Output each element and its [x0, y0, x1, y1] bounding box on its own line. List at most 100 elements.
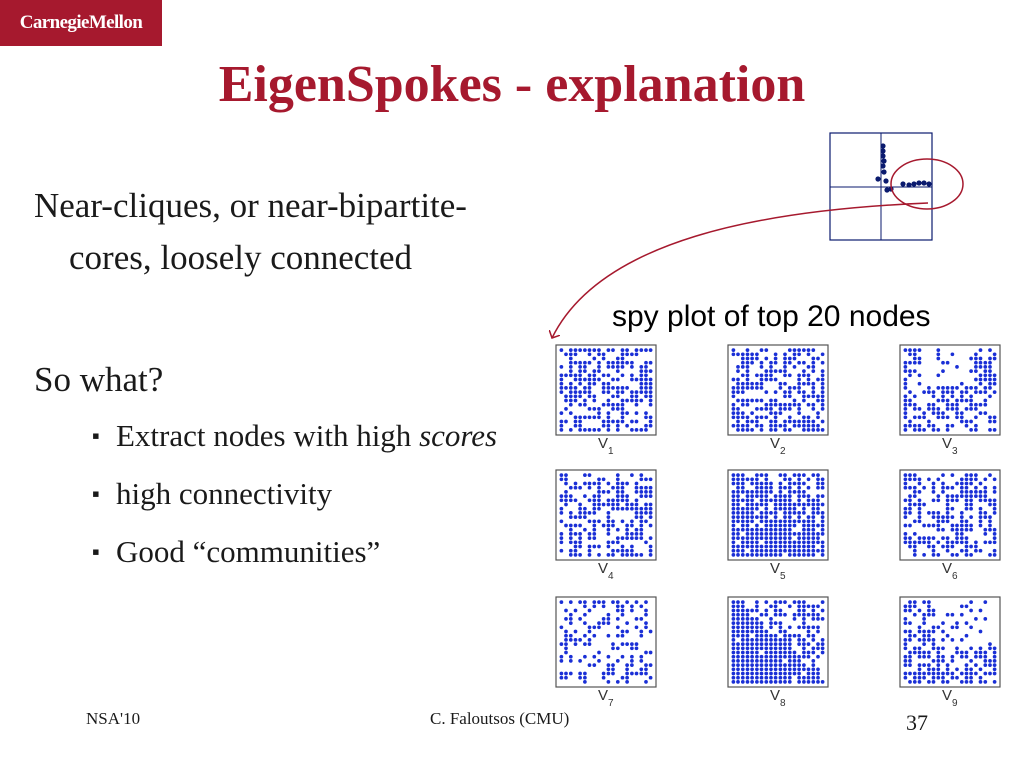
spy-dot — [630, 654, 634, 659]
spy-dot — [816, 423, 820, 428]
spy-dot — [797, 642, 801, 646]
spy-dot — [903, 642, 908, 646]
spy-dot — [936, 625, 941, 630]
spy-dot — [597, 352, 601, 357]
spy-dot — [931, 411, 936, 415]
spy-dot — [755, 654, 759, 659]
spy-dot — [783, 540, 787, 545]
spy-dot — [634, 394, 639, 399]
spy-dot — [811, 638, 816, 642]
spy-dot — [597, 477, 601, 482]
spy-dot — [559, 659, 564, 663]
spy-dot — [740, 519, 745, 524]
spy-dot — [806, 553, 811, 557]
spy-dot — [802, 604, 806, 609]
spy-plot-frame — [727, 344, 829, 436]
spy-dot — [816, 680, 820, 684]
spy-dot — [988, 540, 992, 545]
spy-dot — [773, 527, 778, 532]
spy-dot — [816, 473, 820, 477]
spy-dot — [797, 494, 801, 498]
spy-dot — [745, 490, 750, 494]
spy-dot — [564, 473, 568, 477]
spy-dot — [978, 365, 983, 369]
spy-dot — [592, 428, 597, 432]
spy-dot — [912, 600, 917, 604]
spy-dot — [764, 377, 769, 382]
spy-dot — [611, 523, 615, 528]
spy-dot — [750, 360, 754, 365]
spy-dot — [639, 667, 644, 672]
spy-dot — [820, 373, 825, 378]
spy-dot — [568, 540, 573, 545]
spy-dot — [802, 612, 806, 617]
spy-dot — [769, 671, 773, 676]
spy-dot — [630, 604, 634, 609]
spy-dot — [615, 617, 620, 621]
spy-dot — [644, 365, 648, 369]
spy-dot — [959, 411, 964, 415]
spy-dot — [755, 506, 759, 511]
spy-dot — [769, 650, 773, 655]
spy-dot — [797, 498, 801, 503]
spy-dot — [908, 536, 912, 540]
spy-dot — [630, 377, 634, 382]
spy-dot — [750, 548, 754, 553]
spy-dot — [820, 519, 825, 524]
spy-dot — [903, 638, 908, 642]
spy-dot — [912, 680, 917, 684]
spy-plot-label: V — [770, 687, 780, 704]
spy-dot — [568, 360, 573, 365]
spy-dot — [983, 515, 988, 519]
spy-dot — [787, 536, 792, 540]
spy-dot — [950, 527, 955, 532]
spy-dot — [625, 386, 629, 390]
spy-dot — [773, 423, 778, 428]
spy-dot — [964, 680, 969, 684]
spy-dot — [630, 548, 634, 553]
spy-dot — [936, 519, 941, 524]
spy-dot — [820, 402, 825, 407]
spy-dot — [969, 667, 973, 672]
spy-dot — [648, 360, 653, 365]
spy-dot — [639, 373, 644, 378]
spy-dot — [941, 398, 945, 403]
spy-dot — [740, 398, 745, 403]
spy-dot — [634, 600, 639, 604]
spy-dot — [964, 473, 969, 477]
spy-dot — [740, 617, 745, 621]
spy-dot — [736, 527, 740, 532]
spy-dot — [644, 411, 648, 415]
spy-dot — [927, 633, 931, 638]
spy-dot — [750, 536, 754, 540]
spy-dot — [931, 629, 936, 634]
spy-dot — [945, 506, 950, 511]
spy-dot — [955, 523, 959, 528]
spy-dot — [950, 540, 955, 545]
spy-dot — [740, 481, 745, 486]
spy-dot — [736, 498, 740, 503]
spy-dot — [778, 667, 783, 672]
spy-dot — [568, 398, 573, 403]
spy-dot — [816, 498, 820, 503]
spy-dot — [811, 348, 816, 352]
spy-dot — [592, 377, 597, 382]
spy-dot — [974, 490, 978, 494]
spy-plot-subscript: 8 — [780, 698, 786, 709]
spy-dot — [750, 527, 754, 532]
spy-dot — [634, 511, 639, 515]
spy-dot — [606, 428, 611, 432]
spy-dot — [639, 671, 644, 676]
spy-dot — [769, 419, 773, 424]
spy-dot — [583, 473, 587, 477]
spy-dot — [568, 498, 573, 503]
spy-dot — [931, 553, 936, 557]
spy-dot — [955, 553, 959, 557]
spy-dot — [945, 428, 950, 432]
spy-dot — [625, 663, 629, 667]
spy-dot — [988, 373, 992, 378]
spy-dot — [736, 369, 740, 373]
spy-dot — [816, 536, 820, 540]
spy-dot — [634, 642, 639, 646]
spy-plot-frame — [727, 596, 829, 688]
